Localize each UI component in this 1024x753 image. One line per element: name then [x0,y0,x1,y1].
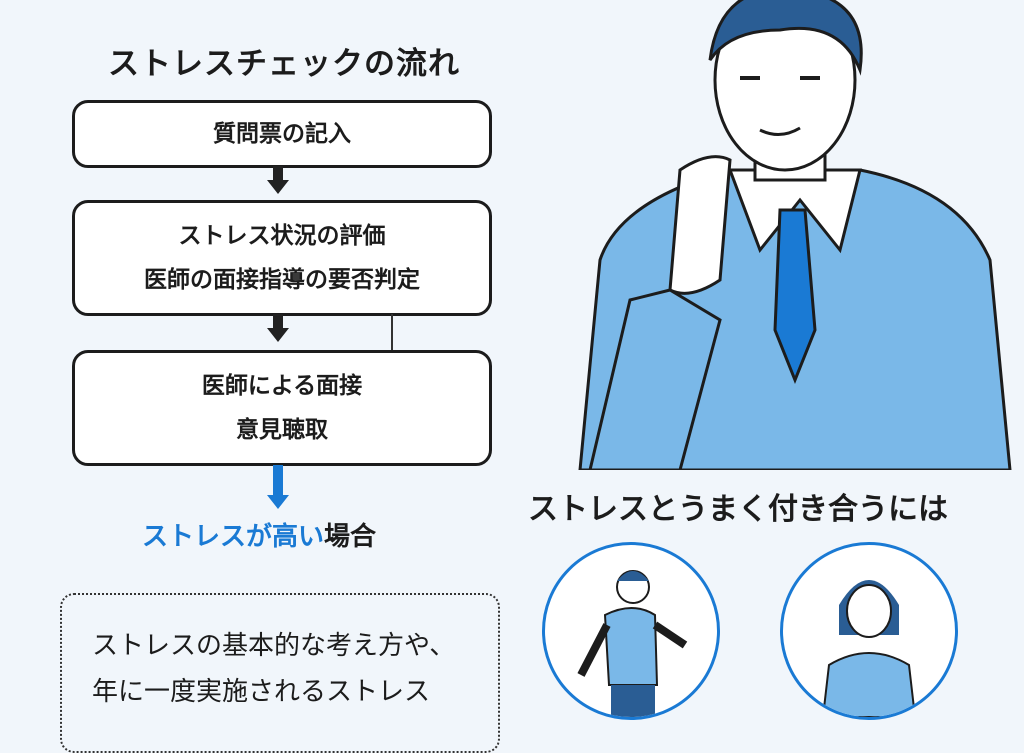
flow-step-1: 質問票の記入 [72,100,492,168]
businessman-illustration [578,0,1012,470]
worried-woman-illustration [780,542,958,720]
section-subtitle: ストレスとうまく付き合うには [528,492,948,527]
flow-step-3: 医師による面接 意見聴取 [72,350,492,466]
step-text: 医師の面接指導の要否判定 [144,267,420,293]
arrow-down-icon [267,314,289,342]
page-title: ストレスチェックの流れ [108,46,460,82]
step-text: 医師による面接 [201,373,363,399]
high-stress-label: ストレスが高い場合 [142,516,376,553]
step-text: ストレス状況の評価 [178,223,386,249]
note-line: ストレスの基本的な考え方や、 [92,631,456,661]
arrow-down-icon [267,166,289,194]
step-text: 質問票の記入 [213,121,351,147]
step-text: 意見聴取 [236,417,328,443]
flow-step-2: ストレス状況の評価 医師の面接指導の要否判定 [72,200,492,316]
note-box: ストレスの基本的な考え方や、 年に一度実施されるストレス [60,593,500,753]
connector-line [391,314,393,350]
high-stress-highlight: ストレスが高い [142,522,325,552]
high-stress-rest: 場合 [324,522,377,552]
walking-person-illustration [542,542,720,720]
note-line: 年に一度実施されるストレス [92,677,431,707]
arrow-down-icon [267,465,289,509]
